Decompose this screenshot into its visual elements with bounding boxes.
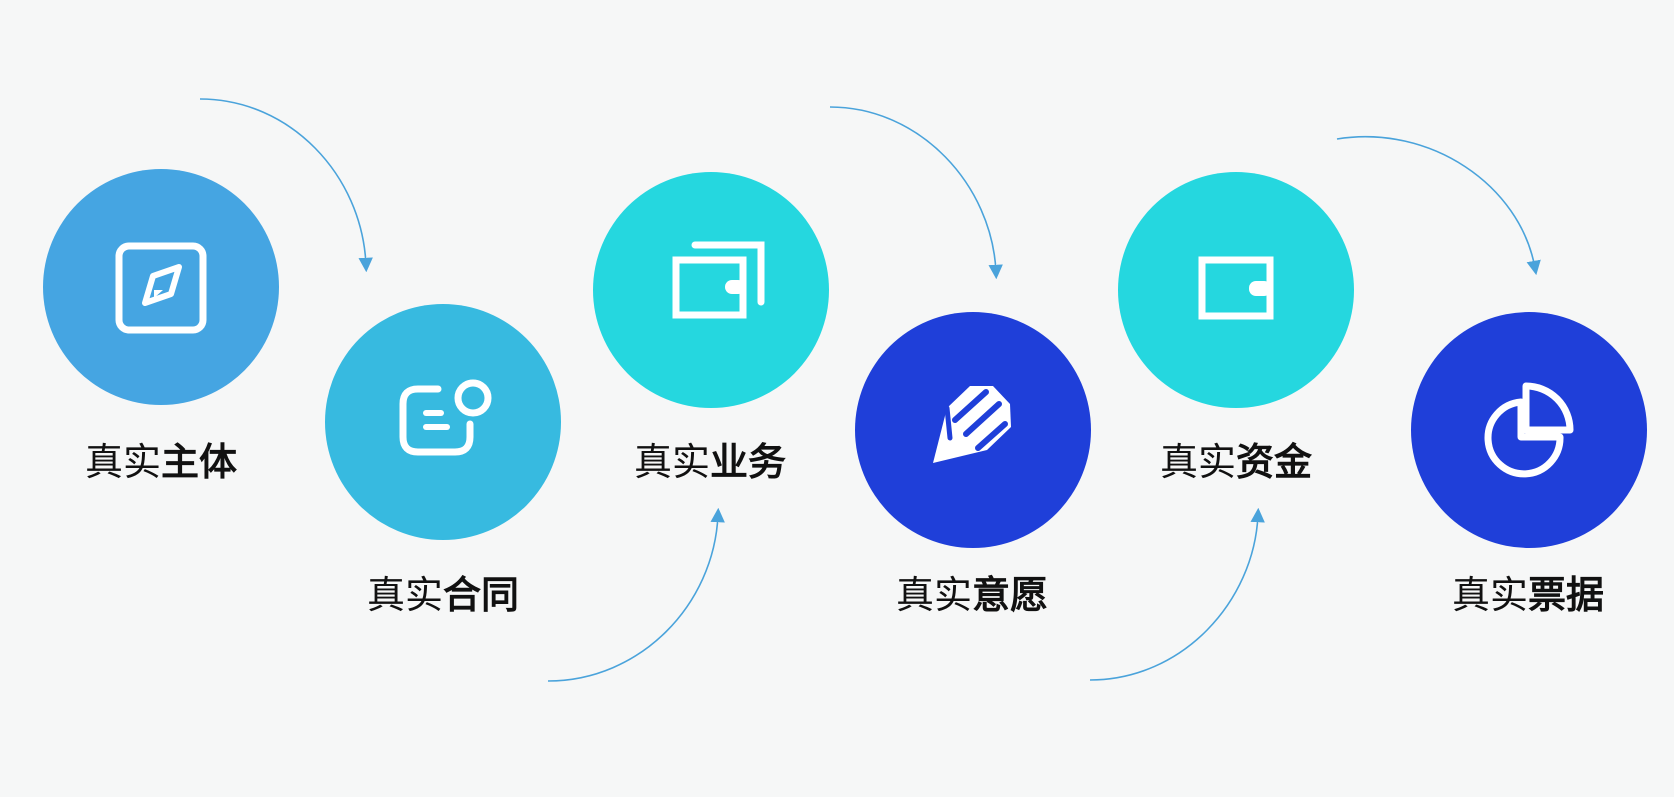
arrow-2-to-3 (547, 507, 725, 682)
step-4-label: 真实意愿 (895, 573, 1049, 617)
step-1-label: 真实主体 (84, 440, 238, 484)
step-2-circle (325, 304, 561, 540)
wallet-icon (1198, 256, 1274, 320)
wallet-stack-icon (672, 241, 765, 319)
arrow-3-to-4 (829, 106, 1003, 280)
contract-icon (399, 379, 492, 456)
pie-chart-icon (1484, 382, 1574, 478)
pen-icon (933, 386, 1011, 463)
step-6-circle (1411, 312, 1647, 548)
step-3-circle (593, 172, 829, 408)
step-4-circle (855, 312, 1091, 548)
arrow-5-to-6 (1336, 135, 1541, 276)
arrow-1-to-2 (199, 98, 373, 273)
step-5-circle (1118, 172, 1354, 408)
step-2-label: 真实合同 (366, 573, 520, 617)
step-6-label: 真实票据 (1451, 573, 1605, 617)
arrow-4-to-5 (1089, 507, 1265, 681)
step-1-circle (43, 169, 279, 405)
step-5-label: 真实资金 (1159, 440, 1313, 484)
step-3-label: 真实业务 (633, 440, 787, 484)
compass-icon (115, 242, 207, 334)
